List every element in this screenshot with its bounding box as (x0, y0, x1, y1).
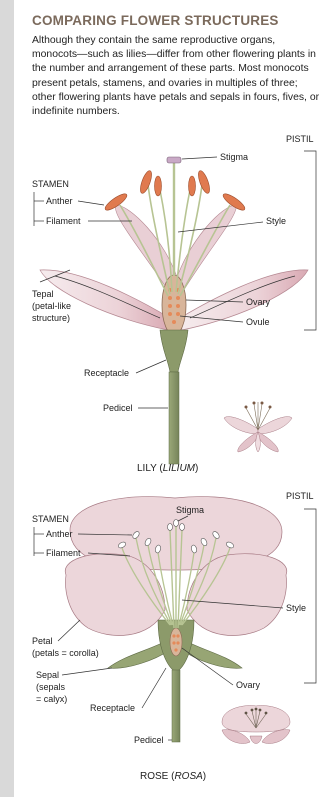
rose-thumbnail (222, 706, 290, 744)
lily-label-pistil: PISTIL (286, 134, 314, 144)
lily-label-tepal: Tepal (32, 289, 54, 299)
lily-label-tepal-sub1: (petal-like (32, 301, 71, 311)
rose-label-stigma: Stigma (176, 505, 204, 515)
lily-illustration (40, 157, 308, 464)
lily-label-ovule: Ovule (246, 317, 270, 327)
lily-label-anther: Anther (46, 196, 73, 206)
lily-label-receptacle: Receptacle (84, 368, 129, 378)
rose-label-petal: Petal (32, 636, 53, 646)
rose-label-receptacle: Receptacle (90, 703, 135, 713)
lily-label-filament: Filament (46, 216, 81, 226)
rose-label-sepal-sub1: (sepals (36, 682, 66, 692)
rose-label-petal-sub: (petals = corolla) (32, 648, 99, 658)
rose-label-sepal-sub2: = calyx) (36, 694, 67, 704)
rose-label-stamen: STAMEN (32, 514, 69, 524)
rose-pedicel (172, 670, 180, 742)
lily-ovary (162, 275, 186, 335)
lily-thumbnail (224, 402, 292, 453)
lily-label-pedicel: Pedicel (103, 403, 133, 413)
rose-label-filament: Filament (46, 548, 81, 558)
rose-label-pistil: PISTIL (286, 491, 314, 501)
rose-label-sepal: Sepal (36, 670, 59, 680)
lily-label-stigma: Stigma (220, 152, 248, 162)
lily-label-stamen: STAMEN (32, 179, 69, 189)
rose-caption: ROSE (ROSA) (140, 771, 206, 782)
lily-caption: LILY (LILIUM) (137, 463, 198, 474)
lily-label-ovary: Ovary (246, 297, 271, 307)
lily-tepal-right (180, 270, 308, 330)
lily-stigma (167, 157, 181, 163)
lily-label-tepal-sub2: structure) (32, 313, 70, 323)
rose-label-anther: Anther (46, 529, 73, 539)
rose-label-ovary: Ovary (236, 680, 261, 690)
rose-ovary (170, 628, 182, 656)
lily-receptacle (160, 330, 188, 372)
lily-pedicel (169, 372, 179, 464)
rose-label-pedicel: Pedicel (134, 735, 164, 745)
lily-label-style: Style (266, 216, 286, 226)
rose-label-style: Style (286, 603, 306, 613)
